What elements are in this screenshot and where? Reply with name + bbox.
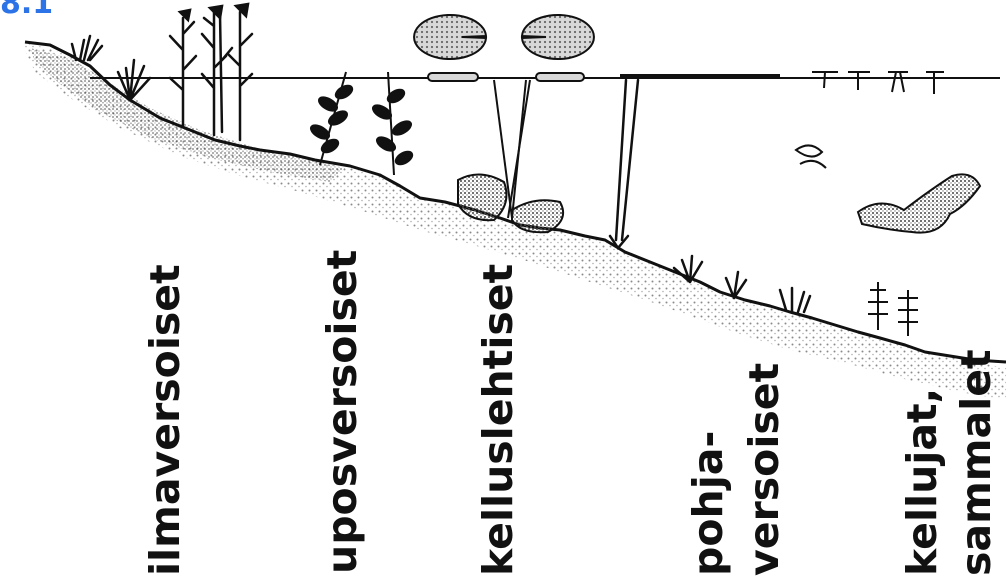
label-emergent: ilmaversoiset bbox=[145, 264, 186, 576]
floating-leaf-surface-band bbox=[620, 74, 780, 79]
label-bottom-line2: versoiset bbox=[744, 363, 785, 576]
label-bottom-line1: pohja- bbox=[688, 431, 729, 576]
submerged-plants bbox=[309, 72, 414, 175]
label-free-floating-line2: sammalet bbox=[956, 349, 997, 576]
free-floating-plants-and-mosses bbox=[796, 72, 980, 336]
corner-mark: 8.1 bbox=[0, 0, 53, 21]
label-free-floating-line1: kellujat, bbox=[902, 388, 943, 576]
floating-leaved-plants bbox=[414, 15, 594, 232]
label-submerged: uposversoiset bbox=[322, 250, 363, 574]
label-floating-leaved: kelluslehtiset bbox=[478, 264, 519, 576]
dark-sediment bbox=[30, 48, 345, 182]
